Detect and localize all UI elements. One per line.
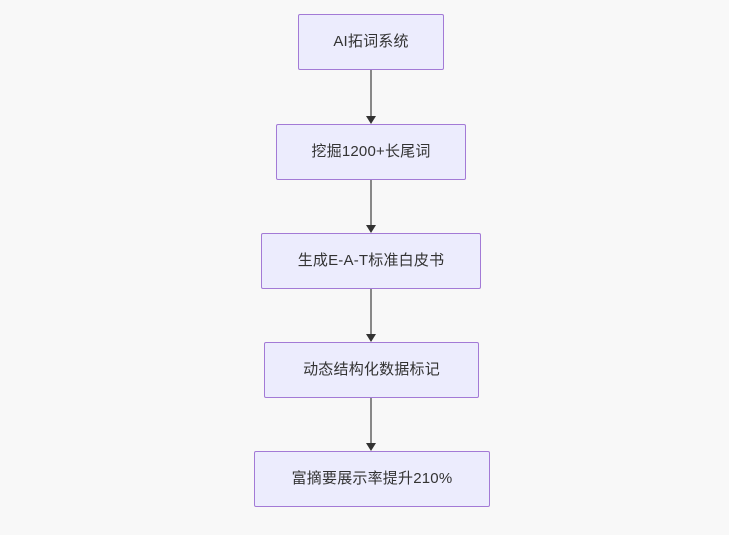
flowchart-node-5[interactable]: 富摘要展示率提升210% <box>254 451 490 507</box>
arrowhead-icon <box>366 334 376 342</box>
arrowhead-icon <box>366 443 376 451</box>
edge-line <box>370 398 372 444</box>
arrowhead-icon <box>366 116 376 124</box>
arrowhead-icon <box>366 225 376 233</box>
edge-line <box>370 180 372 226</box>
flowchart-node-3[interactable]: 生成E-A-T标准白皮书 <box>261 233 481 289</box>
edge-line <box>370 289 372 335</box>
flowchart-node-1[interactable]: AI拓词系统 <box>298 14 444 70</box>
flowchart-node-4[interactable]: 动态结构化数据标记 <box>264 342 479 398</box>
flowchart-node-2[interactable]: 挖掘1200+长尾词 <box>276 124 466 180</box>
edge-line <box>370 70 372 117</box>
